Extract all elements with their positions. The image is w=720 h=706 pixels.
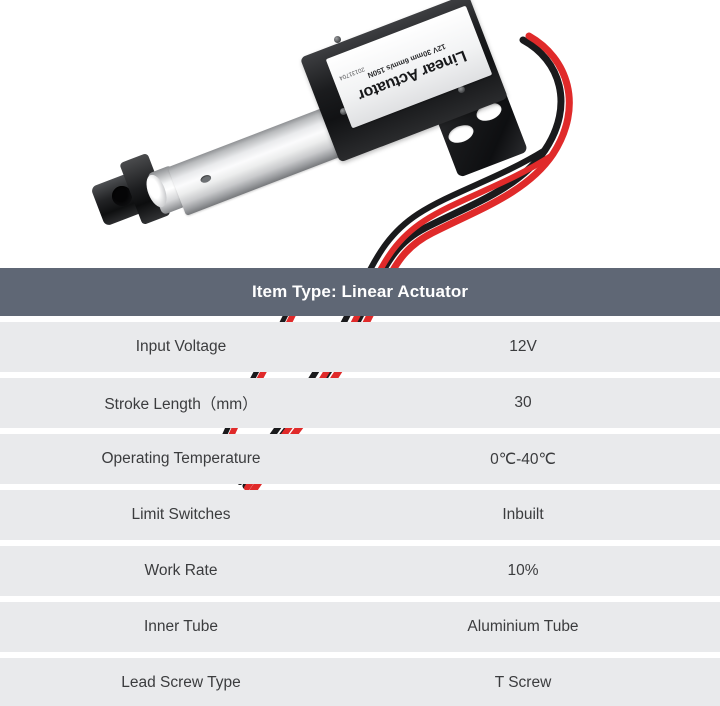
spec-value: Aluminium Tube [467,618,579,635]
specification-table: Item Type: Linear Actuator Input Voltage… [0,268,720,706]
table-row: Operating Temperature 0℃-40℃ [0,434,720,484]
product-photo: Linear Actuator 12V 30mm 6mm/s 150N 2013… [0,0,720,268]
table-row: Input Voltage 12V [0,322,720,372]
spec-label: Stroke Length（mm） [104,396,258,413]
spec-label: Work Rate [144,562,218,579]
spec-value: 12V [509,338,537,355]
spec-value: 0℃-40℃ [490,450,556,468]
table-row: Stroke Length（mm） 30 [0,378,720,428]
tube-screw-hole [199,173,213,185]
table-row: Inner Tube Aluminium Tube [0,602,720,652]
spec-value: 30 [514,394,532,411]
table-row: Lead Screw Type T Screw [0,658,720,706]
spec-label: Limit Switches [131,506,231,523]
table-row: Limit Switches Inbuilt [0,490,720,540]
spec-value: Inbuilt [502,506,544,523]
spec-label: Operating Temperature [101,450,261,467]
spec-label: Lead Screw Type [121,674,241,691]
linear-actuator-image: Linear Actuator 12V 30mm 6mm/s 150N 2013… [90,0,538,258]
table-row: Work Rate 10% [0,546,720,596]
spec-value: 10% [507,562,539,579]
label-code-text: 20131704 [338,65,366,81]
spec-label: Inner Tube [143,618,219,635]
housing-screw-1 [334,36,341,43]
spec-value: T Screw [494,674,552,691]
spec-label: Input Voltage [135,338,227,355]
table-header: Item Type: Linear Actuator [0,268,720,316]
